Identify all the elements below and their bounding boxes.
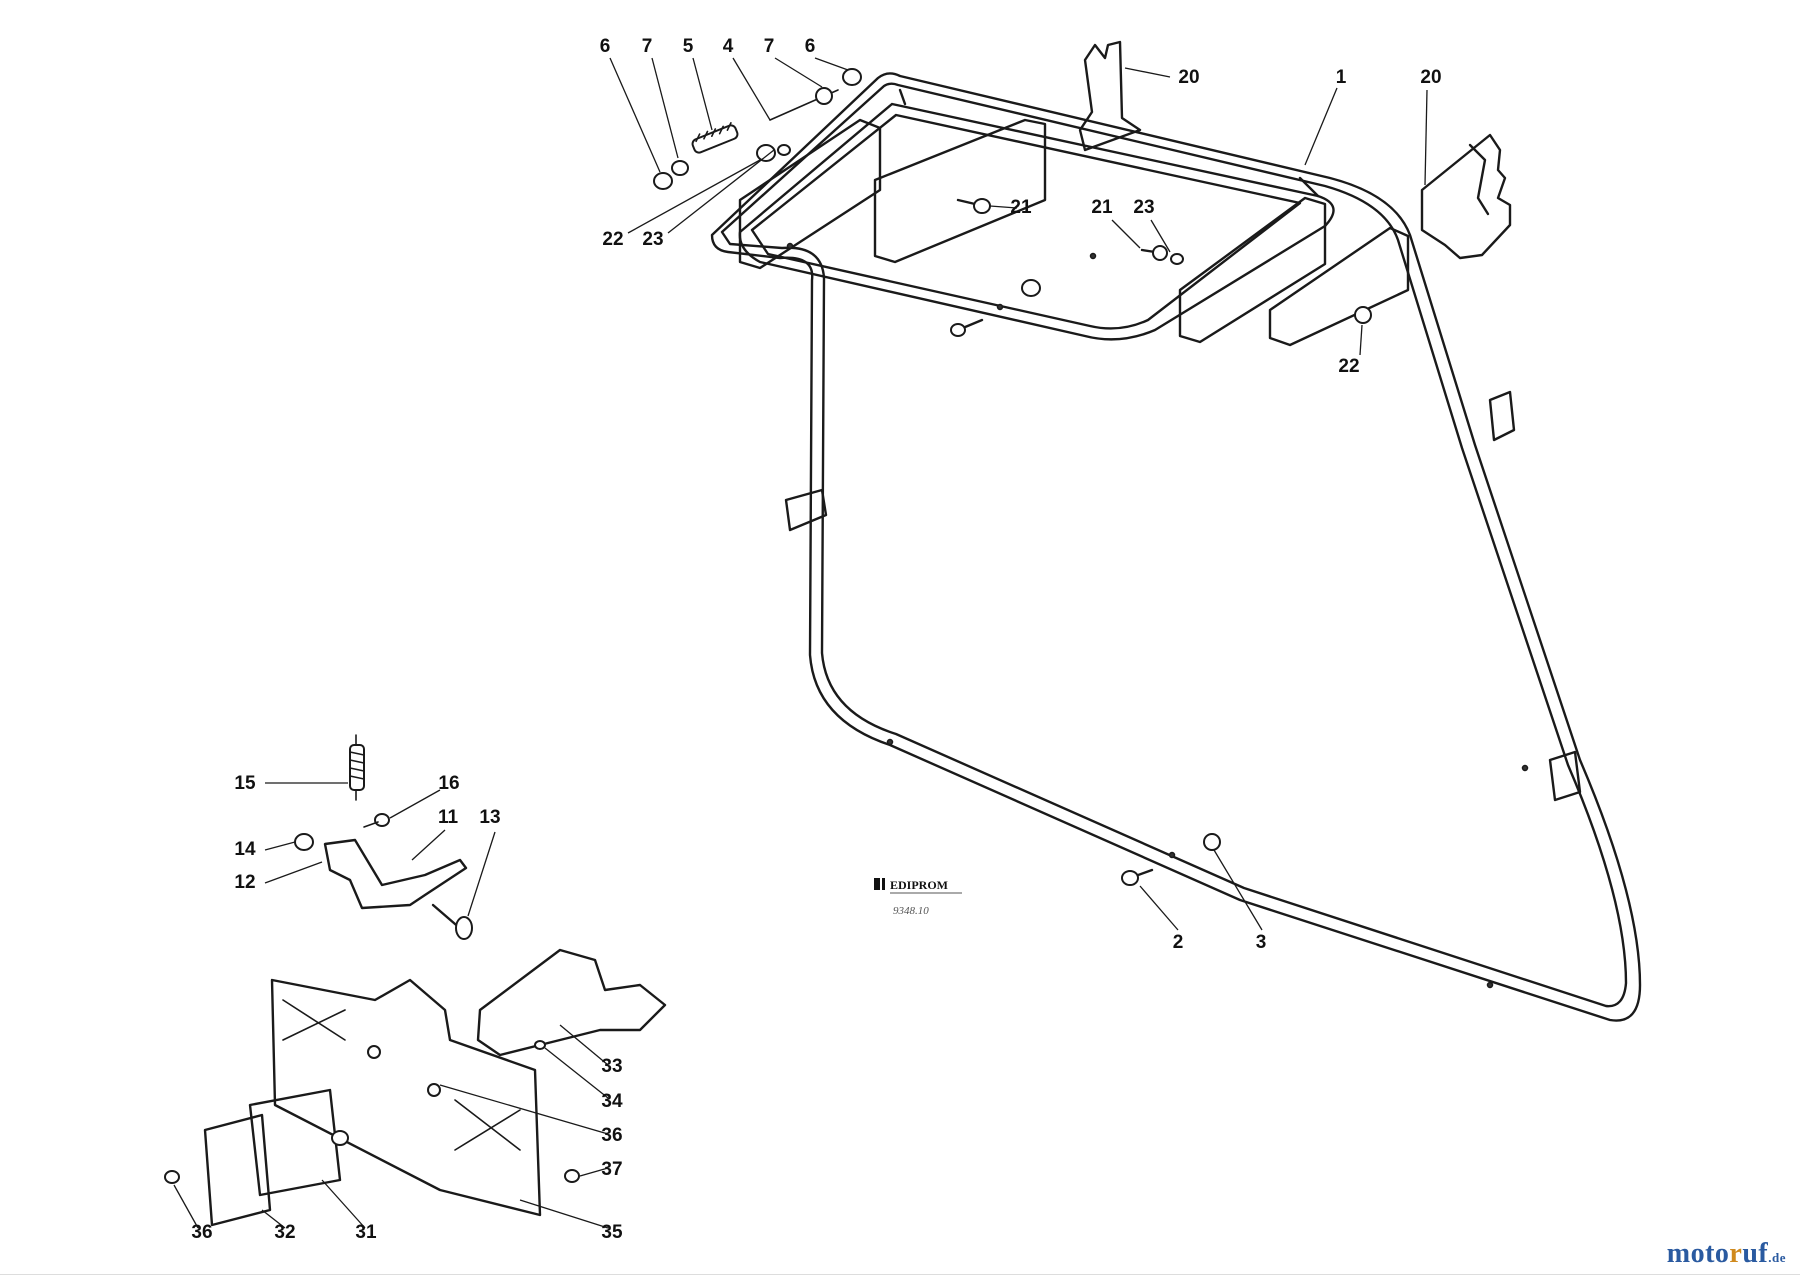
brand-mark: EDIPROM 9348.10 [874, 878, 962, 917]
callout-c-20b: 20 [1420, 67, 1441, 88]
watermark-part1: moto [1666, 1238, 1730, 1269]
callout-c-12: 12 [234, 872, 255, 893]
callout-c-35: 35 [601, 1222, 623, 1243]
brand-name: EDIPROM [890, 878, 948, 892]
callout-c-22b: 22 [1338, 356, 1359, 377]
callout-c-36a: 36 [601, 1125, 622, 1146]
rod-assembly [653, 68, 862, 190]
latch-assembly [294, 734, 473, 940]
callout-c-21a: 21 [1010, 197, 1032, 218]
motoruf-watermark: motoruf.de [1667, 1238, 1786, 1270]
callout-c-20a: 20 [1178, 67, 1199, 88]
watermark-part2: r [1729, 1238, 1743, 1269]
callout-c-6b: 6 [805, 36, 816, 57]
hook-right [1420, 133, 1512, 260]
callout-c-3: 3 [1256, 932, 1267, 953]
drawing-code: 9348.10 [893, 905, 929, 917]
callout-c-37: 37 [601, 1159, 622, 1180]
callout-c-23b: 23 [1133, 197, 1154, 218]
mounting-plate-assembly [164, 948, 667, 1227]
callout-c-15: 15 [234, 773, 256, 794]
callout-c-22a: 22 [602, 229, 623, 250]
callout-c-32: 32 [274, 1222, 295, 1243]
callout-c-23a: 23 [642, 229, 663, 250]
callout-c-34: 34 [601, 1091, 623, 1112]
callout-c-4: 4 [723, 36, 734, 57]
callout-c-2: 2 [1173, 932, 1184, 953]
callout-c-7b: 7 [764, 36, 775, 57]
callout-c-21b: 21 [1091, 197, 1113, 218]
watermark-part3: uf [1742, 1238, 1769, 1269]
callout-c-7a: 7 [642, 36, 653, 57]
callout-c-5: 5 [683, 36, 694, 57]
callout-c-14: 14 [234, 839, 256, 860]
callout-c-1: 1 [1336, 67, 1347, 88]
callout-c-31: 31 [355, 1222, 377, 1243]
main-frame [710, 72, 1642, 1022]
page-bottom-rule [0, 1274, 1800, 1275]
callout-c-6a: 6 [600, 36, 611, 57]
callout-c-36b: 36 [191, 1222, 212, 1243]
watermark-part4: .de [1768, 1250, 1786, 1265]
callout-c-16: 16 [438, 773, 459, 794]
callout-c-33: 33 [601, 1056, 622, 1077]
callout-c-13: 13 [479, 807, 500, 828]
callout-c-11: 11 [438, 807, 459, 828]
leader-lines [173, 57, 1428, 1229]
screws-fasteners [950, 198, 1372, 886]
hook-left [1078, 40, 1142, 152]
